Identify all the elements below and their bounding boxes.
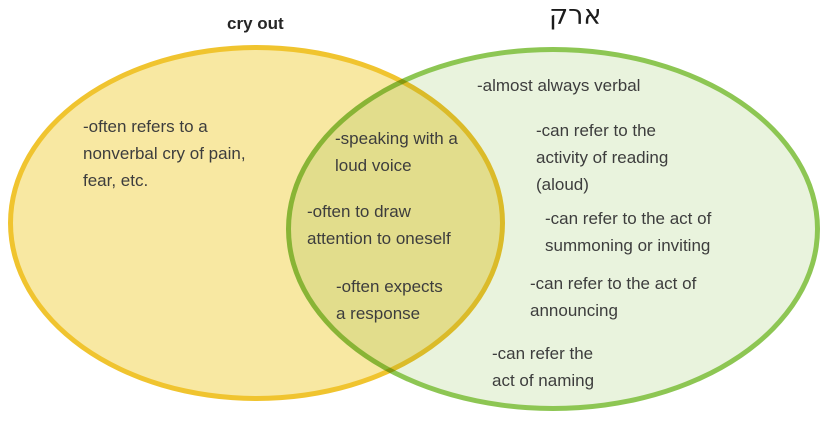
right-circle-item: -can refer to the activity of reading (a…: [536, 121, 669, 194]
right-circle: [286, 47, 820, 411]
right-circle-item: -can refer the act of naming: [492, 344, 595, 390]
right-circle-item: -almost always verbal: [477, 76, 641, 95]
overlap-item: -often to draw attention to oneself: [307, 202, 451, 248]
overlap-item: -often expects a response: [336, 277, 443, 323]
overlap-item: -speaking with a loud voice: [335, 129, 458, 175]
left-circle-title: cry out: [227, 14, 284, 33]
left-circle-item: -often refers to a nonverbal cry of pain…: [83, 117, 246, 190]
right-circle-item: -can refer to the act of announcing: [530, 274, 697, 320]
right-circle-title: קרא: [549, 0, 602, 31]
right-circle-item: -can refer to the act of summoning or in…: [545, 209, 712, 255]
